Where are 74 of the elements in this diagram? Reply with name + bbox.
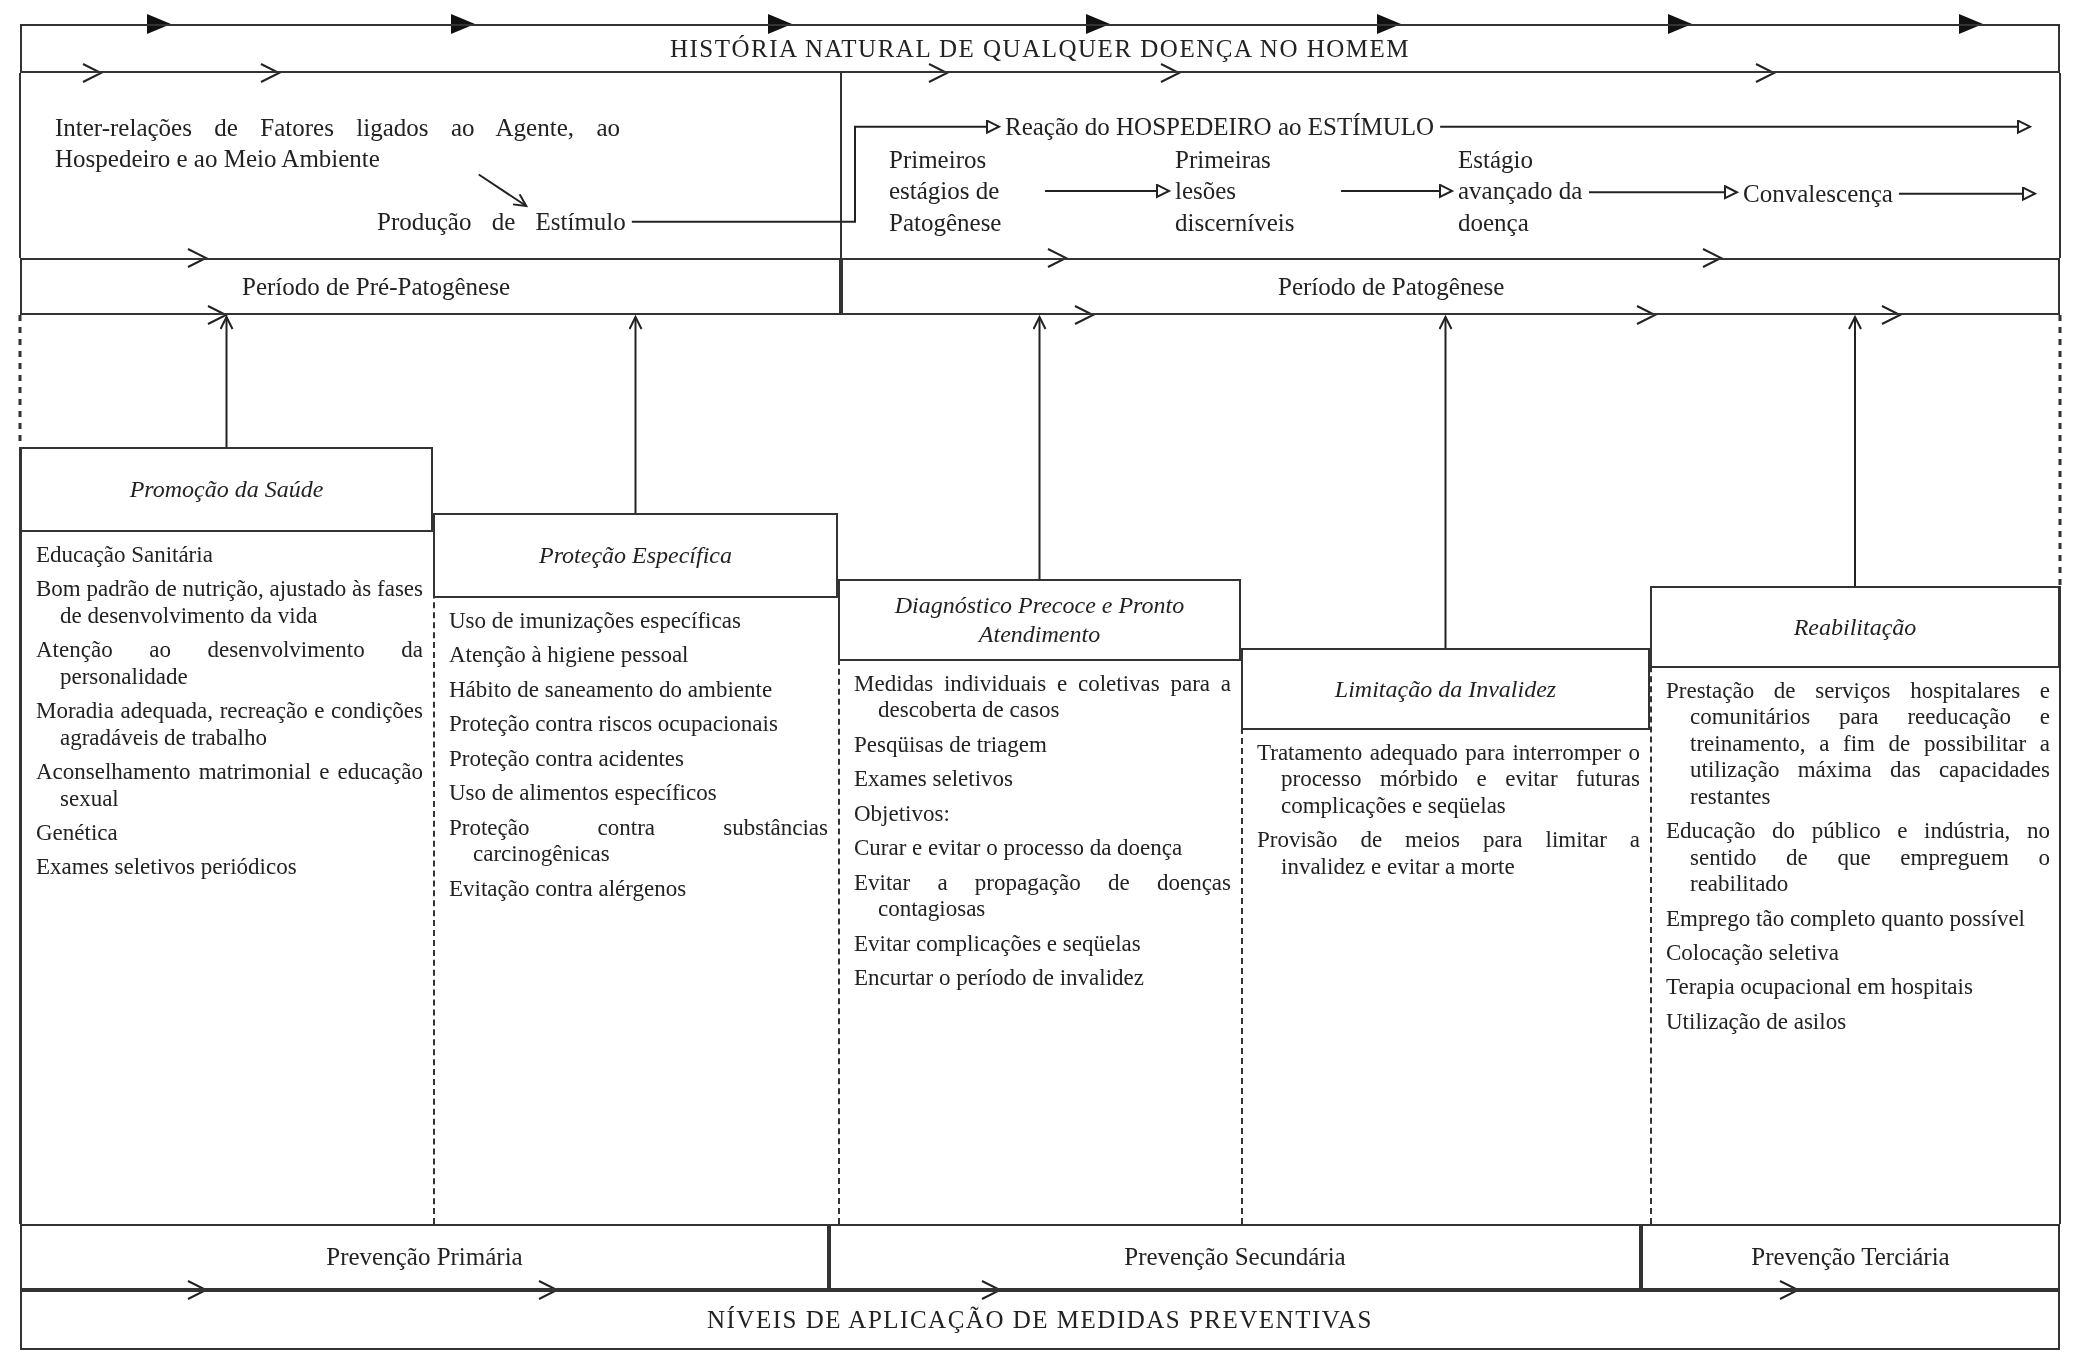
band-label: Prevenção Primária (326, 1243, 523, 1271)
measure-text: Bom padrão de nutrição, ajustado às fases de desenvolvimento da vida (36, 576, 423, 630)
measure-text: Provisão de meios para limitar a invalidez e evitar a morte (1257, 827, 1640, 881)
measure-text: Terapia ocupacional em hospitais (1666, 974, 1974, 1001)
level-header: Promoção da Saúde (20, 447, 433, 532)
measure-text: Proteção contra acidentes (449, 745, 685, 773)
measure-text: Evitação contra alérgenos (449, 875, 688, 902)
level-header: Limitação da Invalidez (1241, 648, 1650, 730)
stage-text: Estágio avançado da doença (1458, 144, 1583, 238)
prevention-column (433, 513, 838, 1224)
measure-text: Objetivos: (854, 800, 951, 828)
arrow (219, 316, 234, 448)
level-header: Proteção Específica (433, 513, 838, 598)
measure-text: Emprego tão completo quanto possível (1666, 905, 2026, 932)
measure-text: Genética (36, 819, 119, 847)
measure-text: Pesqüisas de triagem (854, 731, 1048, 759)
measure-text: Prestação de serviços hospitalares e comunitários para reeducação e treinamento, a fim de possibilitar a utilização máxima das capacidades restantes (1666, 678, 2050, 811)
measure-text: Educação do público e indústria, no sentido de que empreguem o reabilitado (1666, 818, 2050, 898)
arrow (1439, 119, 2031, 134)
period-band (829, 1224, 1641, 1290)
prevention-column (838, 579, 1241, 1224)
period-band (1641, 1224, 2060, 1290)
measure-text: Curar e evitar o processo da doença (854, 835, 1184, 862)
arrow (1897, 186, 2036, 201)
measure-text: Uso de imunizações específicas (449, 608, 742, 635)
arrow (628, 316, 643, 514)
measure-text: Hábito de saneamento do ambiente (449, 676, 774, 704)
measure-text: Moradia adequada, recreação e condições agradáveis de trabalho (36, 698, 423, 752)
measure-text: Aconselhamento matrimonial e educação sexual (36, 759, 423, 812)
measure-text: Exames seletivos periódicos (36, 854, 298, 881)
band-label: Prevenção Secundária (1124, 1243, 1346, 1271)
stage-text: Primeiras lesões discerníveis (1175, 144, 1335, 238)
measure-text: Evitar a propagação de doenças contagiosas (854, 869, 1231, 923)
arrow (1340, 183, 1453, 198)
measure-text: Encurtar o período de invalidez (854, 964, 1145, 992)
measure-text: Evitar complicações e seqüelas (854, 930, 1142, 957)
band-label: Prevenção Terciária (1751, 1243, 1950, 1271)
arrow (1032, 316, 1047, 580)
band-label: NÍVEIS DE APLICAÇÃO DE MEDIDAS PREVENTIVAS (707, 1306, 1373, 1334)
period-band (20, 24, 2060, 73)
measure-text: Colocação seletiva (1666, 939, 1841, 967)
band-label: Período de Pré-Patogênese (242, 272, 510, 301)
arrow (630, 119, 1000, 223)
prevention-column (1241, 648, 1650, 1224)
measure-text: Utilização de asilos (1666, 1008, 1848, 1036)
stage-text: Inter-relações de Fatores ligados ao Agente, ao Hospedeiro e ao Meio Ambiente (55, 112, 620, 175)
measure-text: Atenção à higiene pessoal (449, 642, 690, 669)
arrow (1848, 316, 1862, 587)
arrow (1044, 183, 1170, 198)
measure-text: Exames seletivos (854, 766, 1015, 793)
measure-text: Proteção contra substâncias carcinogênicas (449, 814, 828, 868)
arrow (1438, 316, 1453, 649)
stage-text: Produção de Estímulo (377, 206, 626, 238)
prevention-column (1650, 586, 2060, 1224)
band-label: HISTÓRIA NATURAL DE QUALQUER DOENÇA NO HOMEM (669, 34, 1411, 63)
prevention-column (20, 447, 433, 1224)
stage-text: Primeiros estágios de Patogênese (889, 144, 1039, 238)
measure-text: Educação Sanitária (36, 542, 214, 569)
arrow (477, 173, 528, 207)
period-band (20, 1290, 2060, 1350)
period-band (20, 258, 841, 315)
measure-text: Tratamento adequado para interromper o processo mórbido e evitar futuras complicações e seqüelas (1257, 740, 1640, 820)
period-band (841, 258, 2060, 315)
period-band (20, 1224, 829, 1290)
level-header: Diagnóstico Precoce e Pronto Atendimento (838, 579, 1241, 661)
measure-text: Atenção ao desenvolvimento da personalidade (36, 637, 423, 691)
arrow (1588, 185, 1738, 200)
measure-text: Proteção contra riscos ocupacionais (449, 711, 779, 738)
stage-text: Reação do HOSPEDEIRO ao ESTÍMULO (1005, 111, 1435, 143)
band-label: Período de Patogênese (1278, 272, 1505, 301)
stage-text: Convalescença (1743, 178, 1893, 210)
measure-text: Medidas individuais e coletivas para a descoberta de casos (854, 671, 1231, 724)
level-header: Reabilitação (1650, 586, 2060, 668)
measure-text: Uso de alimentos específicos (449, 780, 718, 807)
